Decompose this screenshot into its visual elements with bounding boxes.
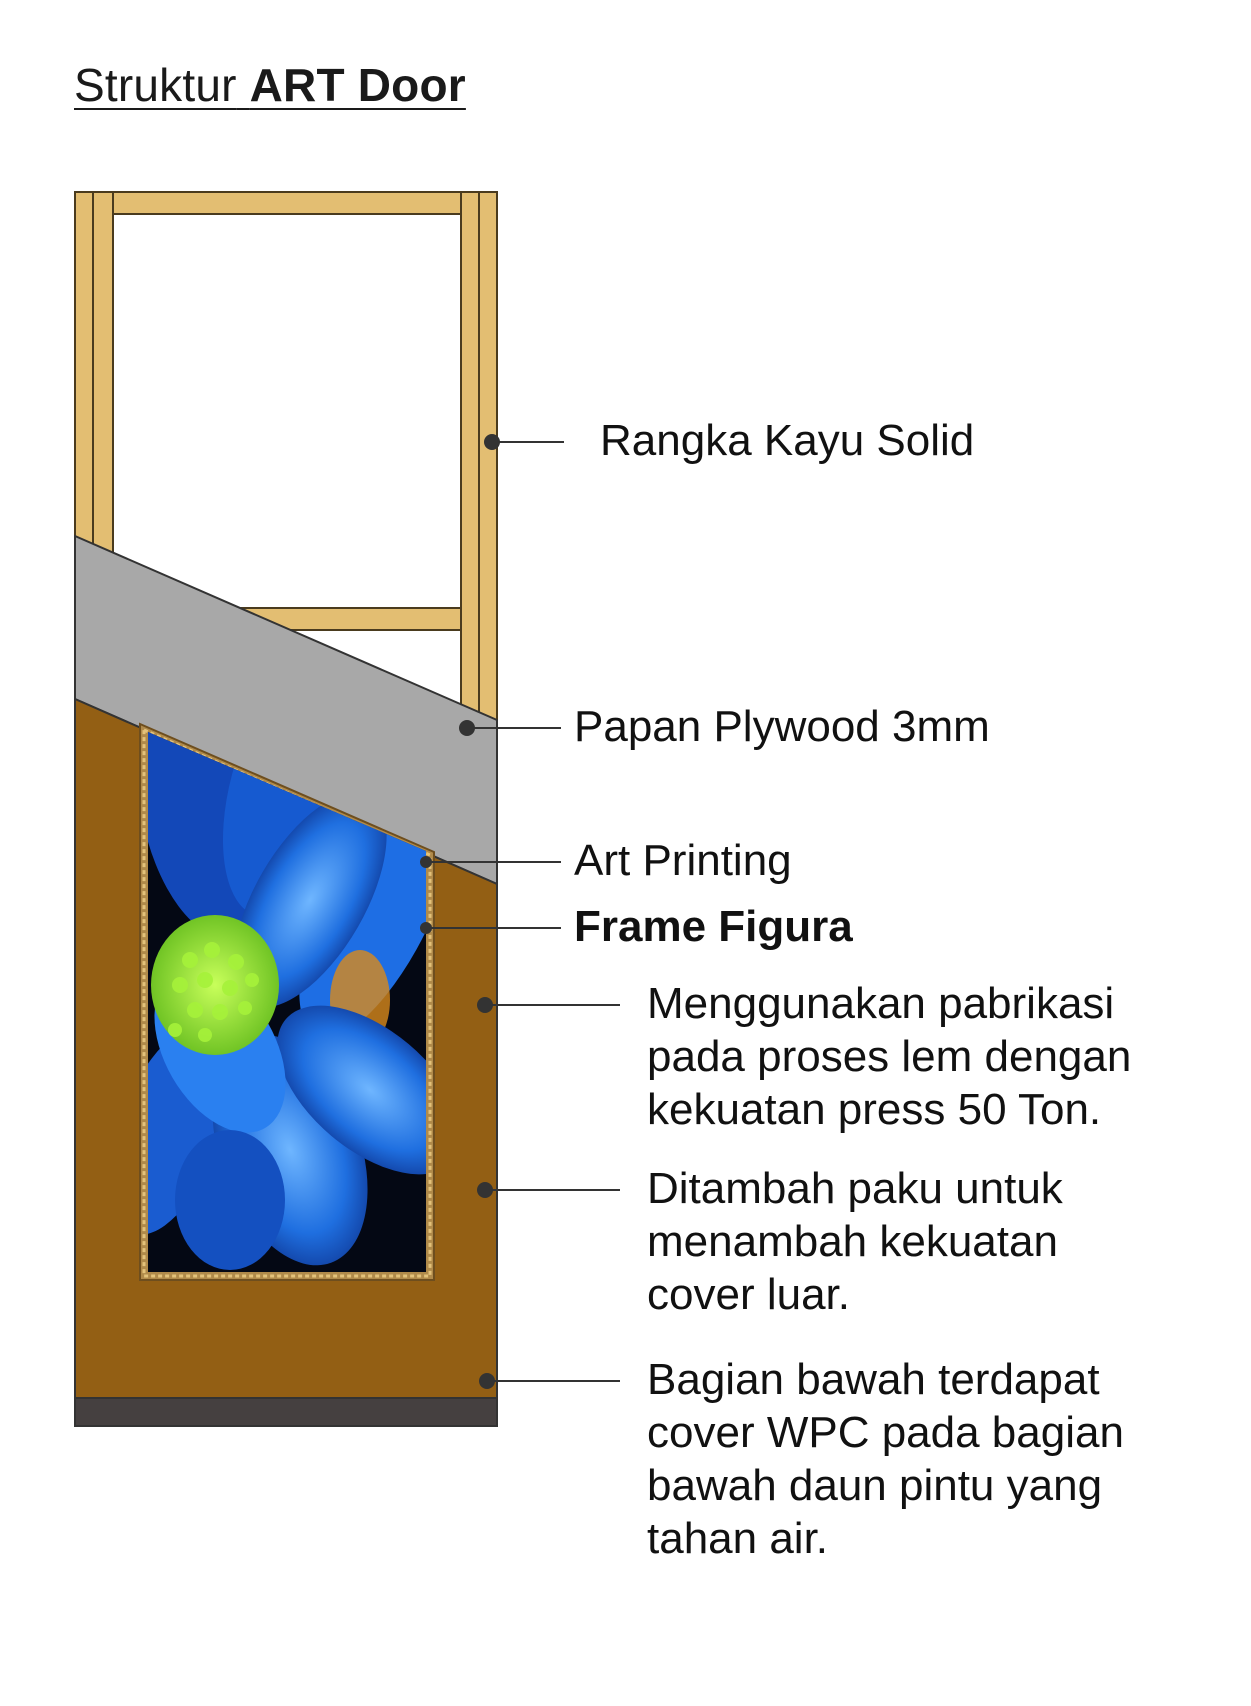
wpc-bottom-strip [75,1398,497,1426]
label-nails-line: Ditambah paku untuk [647,1162,1063,1215]
label-plywood: Papan Plywood 3mm [574,700,990,753]
label-wpc-line: tahan air. [647,1512,1124,1565]
label-nails-line: menambah kekuatan [647,1215,1063,1268]
label-press: Menggunakan pabrikasi pada proses lem de… [647,977,1131,1136]
label-nails-line: cover luar. [647,1268,1063,1321]
label-press-line: Menggunakan pabrikasi [647,977,1131,1030]
label-wpc: Bagian bawah terdapat cover WPC pada bag… [647,1353,1124,1565]
label-wpc-line: cover WPC pada bagian [647,1406,1124,1459]
label-wood-frame: Rangka Kayu Solid [600,414,974,467]
label-press-line: pada proses lem dengan [647,1030,1131,1083]
label-art-printing: Art Printing [574,834,792,887]
label-nails: Ditambah paku untuk menambah kekuatan co… [647,1162,1063,1321]
label-frame-figura: Frame Figura [574,900,853,953]
label-wpc-line: Bagian bawah terdapat [647,1353,1124,1406]
label-press-line: kekuatan press 50 Ton. [647,1083,1131,1136]
label-wpc-line: bawah daun pintu yang [647,1459,1124,1512]
